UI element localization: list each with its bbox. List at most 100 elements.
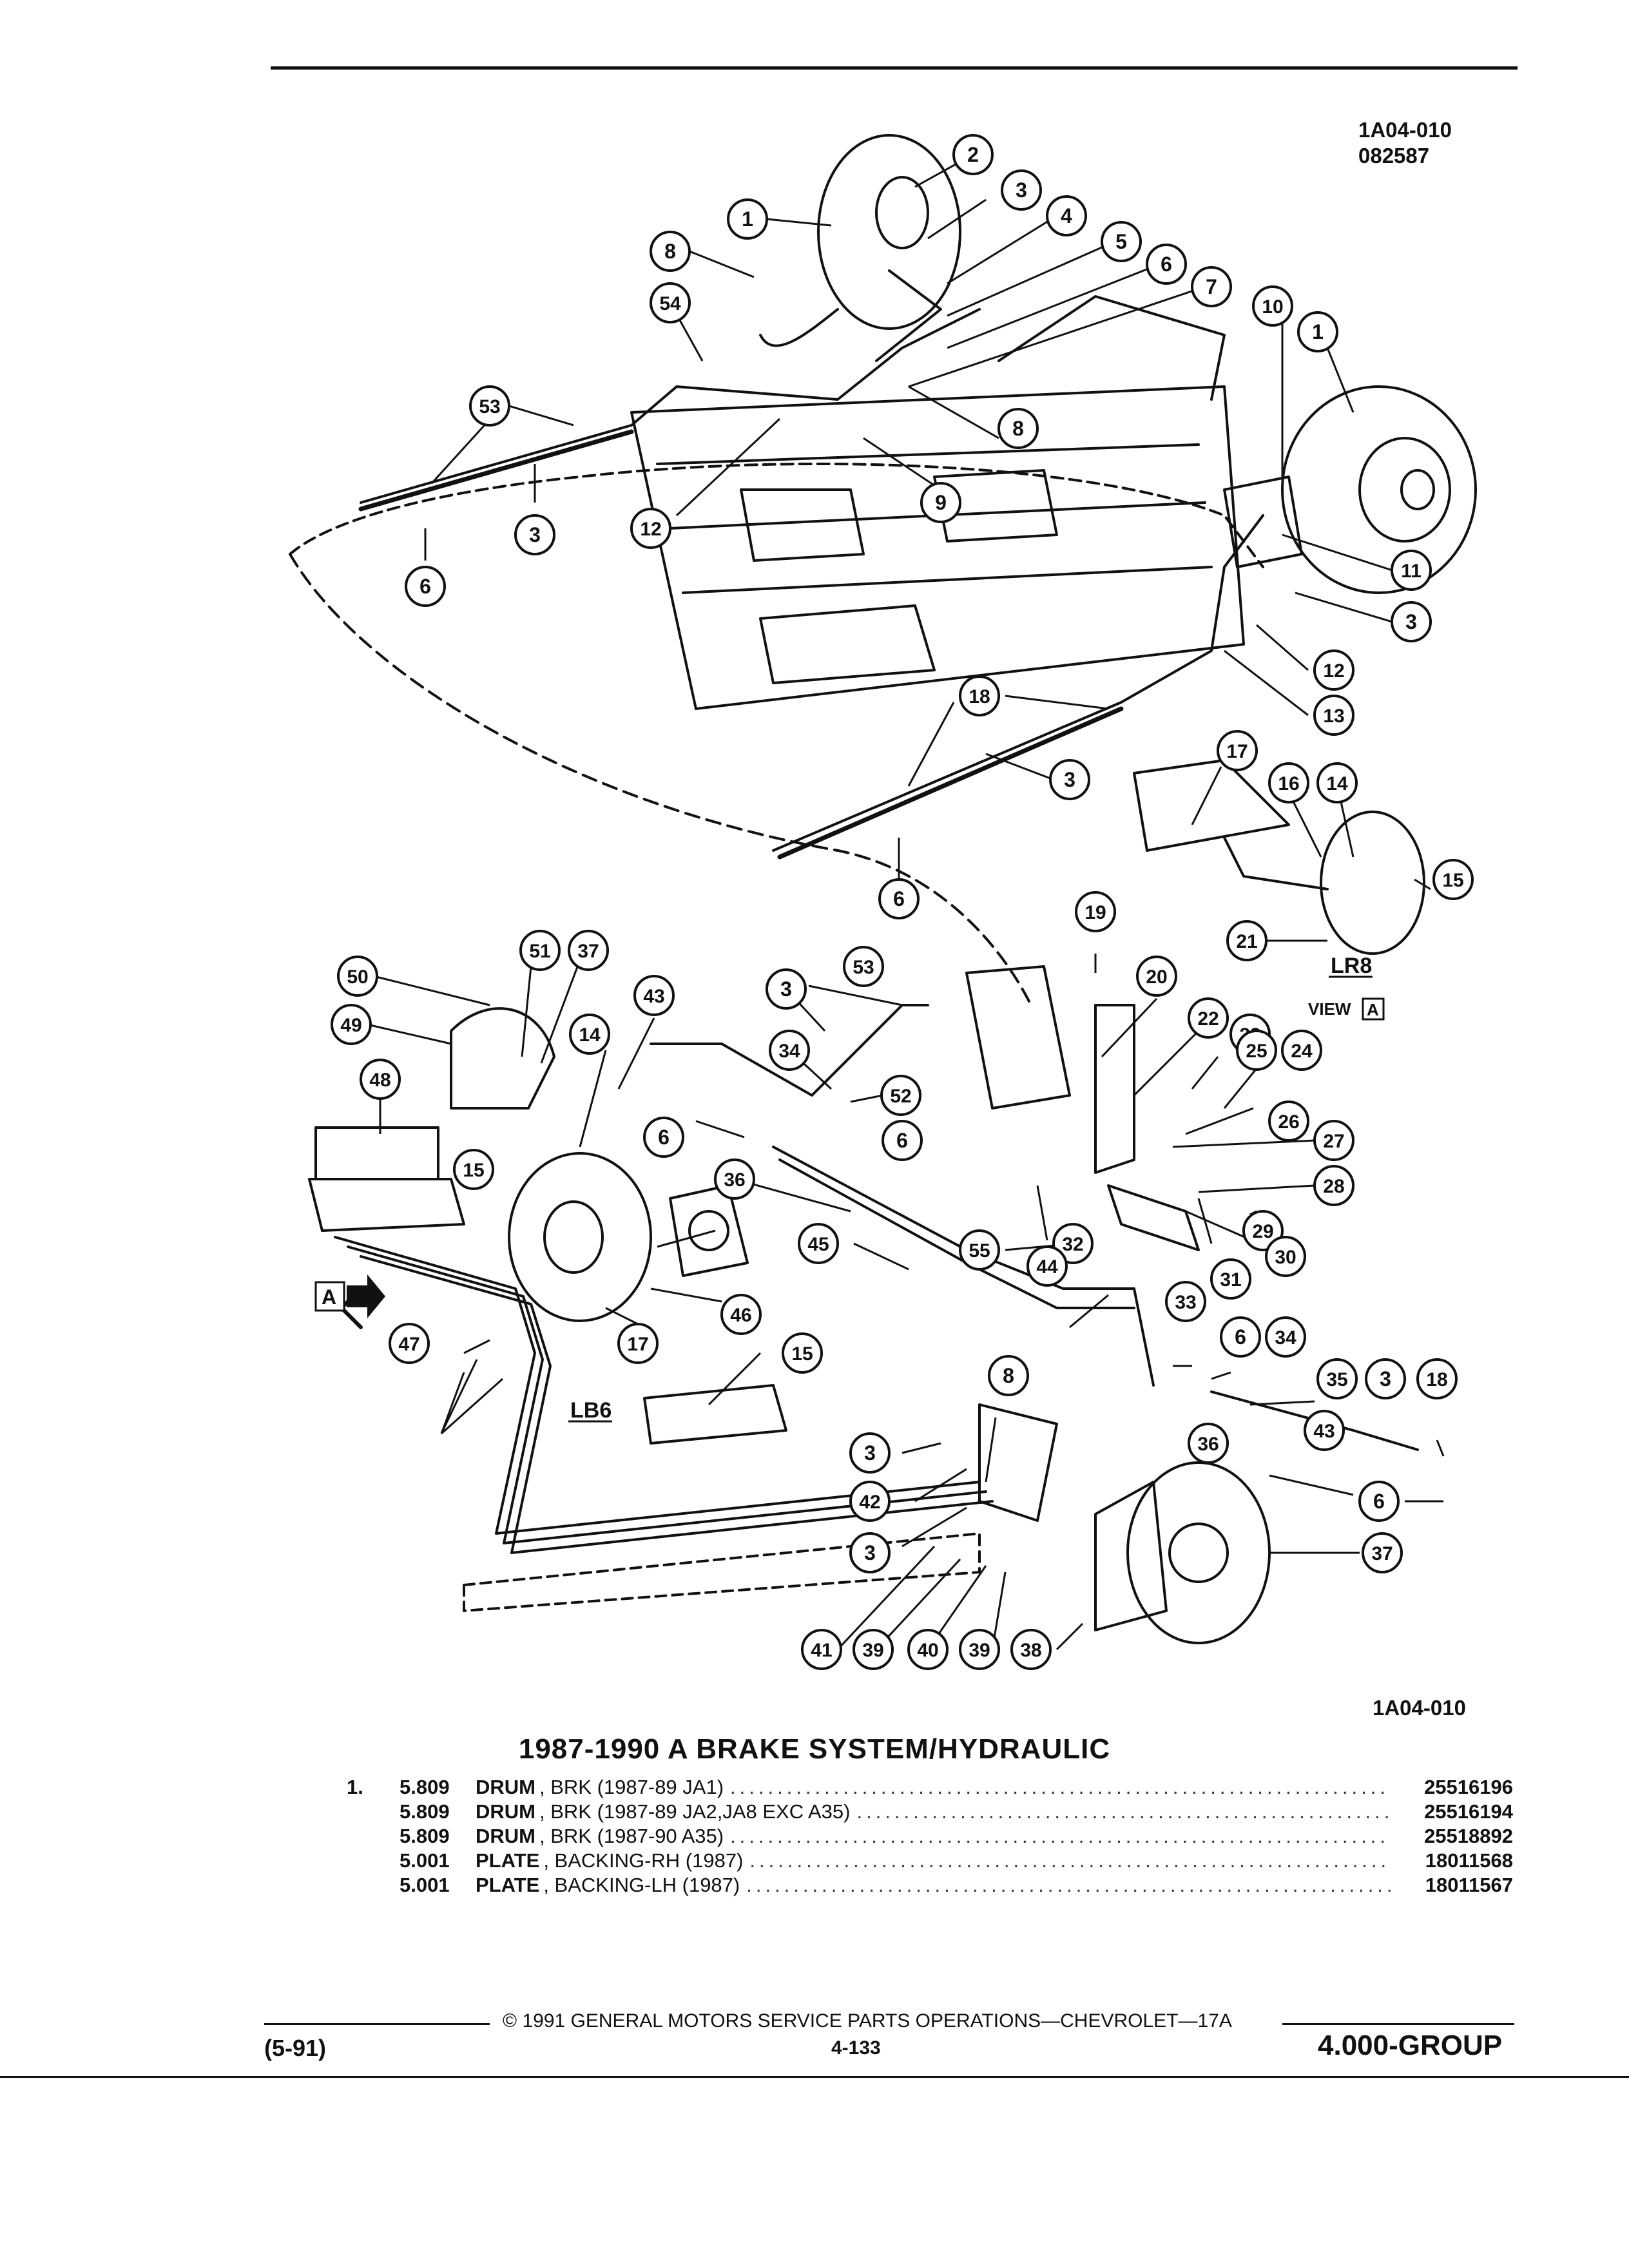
callout-number: 50 [347, 966, 368, 988]
callout-4: 4 [1046, 195, 1087, 236]
callout-48: 48 [360, 1059, 401, 1100]
callout-number: 4 [1061, 204, 1072, 227]
callout-number: 54 [659, 293, 681, 314]
header-codes: 1A04-010 082587 [1358, 117, 1452, 169]
callout-number: 15 [791, 1343, 813, 1365]
callout-circle [1316, 762, 1358, 803]
callout-50: 50 [337, 956, 378, 997]
callout-3: 3 [1049, 759, 1090, 800]
callout-circle [1365, 1358, 1406, 1399]
callout-circle [1313, 1120, 1354, 1161]
callout-number: 34 [778, 1041, 800, 1062]
callout-number: 19 [1084, 902, 1106, 923]
leader-lines [367, 153, 1445, 1651]
callout-12: 12 [1313, 649, 1354, 691]
callout-circle [849, 1532, 891, 1573]
view-label-lr8: LR8 [1331, 954, 1372, 978]
callout-circle [1075, 891, 1116, 932]
callout-15: 15 [453, 1149, 494, 1190]
callout-circle [727, 198, 768, 240]
callout-number: 1 [1312, 320, 1324, 343]
callout-6: 6 [405, 566, 446, 607]
leader-dots [730, 1825, 1391, 1848]
callout-circle [1220, 1316, 1261, 1358]
callout-circle [1049, 759, 1090, 800]
part-number: 25518892 [1424, 1825, 1513, 1847]
callout-29: 29 [1242, 1210, 1284, 1251]
callout-circle [1188, 1423, 1229, 1464]
callout-number: 6 [658, 1126, 670, 1149]
callout-circle [988, 1355, 1029, 1396]
callout-circle [769, 1030, 810, 1071]
callout-circle [1268, 1100, 1309, 1142]
callout-15: 15 [1432, 859, 1474, 900]
callout-number: 39 [969, 1640, 990, 1661]
illustration-code: 1A04-010 [1358, 118, 1452, 142]
callout-3: 3 [1391, 601, 1432, 642]
part-name: DRUM [476, 1776, 535, 1798]
parts-row: 5.809 DRUM , BRK (1987-89 JA2,JA8 EXC A3… [347, 1800, 1513, 1825]
part-name: PLATE [476, 1874, 540, 1896]
callout-28: 28 [1313, 1165, 1354, 1206]
callout-number: 24 [1291, 1041, 1313, 1062]
callout-number: 37 [577, 941, 599, 962]
view-label-view: VIEW [1308, 999, 1351, 1019]
callout-circle [1268, 762, 1309, 803]
callout-circle [1136, 956, 1177, 997]
callout-number: 37 [1371, 1543, 1393, 1564]
callout-circle [920, 482, 961, 523]
callout-circle [959, 675, 1000, 716]
callout-number: 14 [1326, 773, 1348, 794]
callout-27: 27 [1313, 1120, 1354, 1161]
callout-circle [1391, 601, 1432, 642]
part-number: 18011568 [1425, 1849, 1513, 1872]
callout-number: 46 [730, 1305, 751, 1326]
callout-circle [1313, 695, 1354, 736]
part-description: , BRK (1987-89 JA1) [539, 1776, 724, 1798]
callout-6: 6 [1146, 244, 1187, 285]
part-code: 5.809 [400, 1825, 450, 1847]
callout-26: 26 [1268, 1100, 1309, 1142]
callout-circle [843, 946, 884, 987]
callout-38: 38 [1010, 1629, 1052, 1670]
callout-number: 26 [1278, 1111, 1299, 1133]
callout-7: 7 [1191, 266, 1232, 307]
callout-20: 20 [1136, 956, 1177, 997]
part-description: , BACKING-LH (1987) [543, 1874, 740, 1896]
callout-37: 37 [1362, 1532, 1403, 1573]
callout-number: 32 [1062, 1234, 1083, 1255]
page-number: 4-133 [831, 2037, 881, 2059]
callout-number: 43 [1313, 1421, 1335, 1442]
callout-circle [853, 1629, 894, 1670]
callout-number: 48 [369, 1070, 390, 1091]
callout-circle [766, 968, 807, 1010]
callout-number: 39 [862, 1640, 883, 1661]
callout-number: 33 [1175, 1292, 1196, 1313]
callout-number: 3 [529, 523, 541, 546]
callout-circle [1101, 221, 1142, 262]
callout-34: 34 [1265, 1316, 1306, 1358]
callout-circle [1416, 1358, 1458, 1399]
callout-49: 49 [331, 1004, 372, 1045]
view-label-box: A [1367, 1000, 1379, 1019]
callout-number: 3 [1016, 178, 1027, 202]
callout-number: 5 [1115, 230, 1127, 253]
view-arrow-icon [347, 1274, 385, 1318]
callout-number: 36 [724, 1169, 745, 1191]
callout-circle [907, 1629, 949, 1670]
callout-39: 39 [853, 1629, 894, 1670]
callout-number: 17 [627, 1334, 648, 1355]
leader-dots [746, 1874, 1391, 1897]
part-description: , BACKING-RH (1987) [543, 1849, 744, 1872]
callout-number: 34 [1275, 1327, 1296, 1349]
callout-number: 40 [917, 1640, 938, 1661]
callout-number: 30 [1275, 1247, 1296, 1268]
callout-number: 10 [1262, 296, 1283, 318]
date-code: 082587 [1358, 144, 1430, 168]
callout-number: 27 [1323, 1131, 1344, 1152]
callout-44: 44 [1027, 1245, 1068, 1287]
linework [289, 134, 1477, 1644]
callout-circle [1027, 1245, 1068, 1287]
callout-circle [650, 231, 691, 272]
callout-number: 31 [1220, 1269, 1241, 1291]
